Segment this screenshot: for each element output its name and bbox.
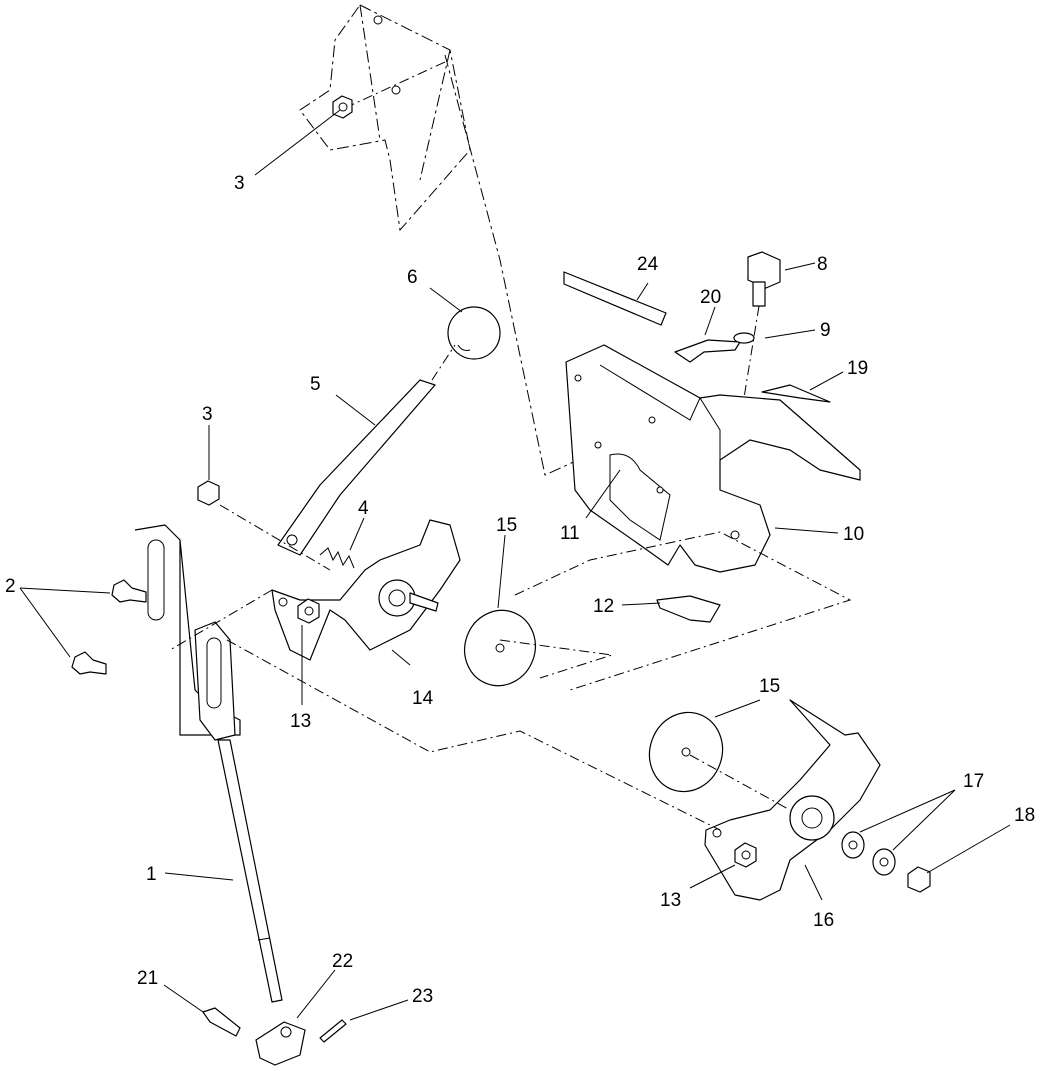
- callout-15-upper: 15: [496, 515, 517, 536]
- callout-15-lower: 15: [759, 676, 780, 697]
- assembly-lines: [169, 531, 852, 831]
- callout-6: 6: [407, 267, 418, 288]
- leader-lines: [19, 109, 1011, 1021]
- cotter-pin-21: [319, 1019, 347, 1043]
- callout-20: 22: [332, 951, 353, 972]
- callout-17: 17: [963, 771, 984, 792]
- callout-14: 14: [412, 688, 434, 709]
- plate-24: [563, 271, 667, 326]
- washer-15-lower: [648, 711, 724, 793]
- rod-1: [217, 739, 283, 1003]
- callout-18: 18: [1014, 805, 1035, 826]
- slider-12: [656, 595, 721, 623]
- callout-3-middle: 3: [202, 404, 213, 425]
- callout-5: 5: [310, 374, 321, 395]
- callout-2: 2: [5, 576, 16, 597]
- housing-10: [565, 344, 861, 573]
- washer-17-a: [841, 831, 865, 859]
- spring-4: [319, 547, 355, 569]
- callout-10: 10: [843, 524, 864, 545]
- washer-17-b: [872, 848, 896, 876]
- callout-4: 4: [358, 498, 369, 519]
- clip-23: [674, 339, 741, 363]
- guide-plate-lower: [194, 621, 236, 741]
- callout-8: 8: [817, 254, 828, 275]
- callout-22: 19: [847, 358, 868, 379]
- frame-panel-phantom: [299, 4, 601, 476]
- washer-9: [733, 332, 755, 344]
- callout-16: 16: [813, 910, 834, 931]
- callout-21: 23: [412, 986, 433, 1007]
- bracket-16: [704, 699, 881, 901]
- clevis-20: [255, 1021, 306, 1066]
- knob-6: [447, 306, 501, 360]
- bolt-2-upper: [111, 579, 147, 603]
- callout-11: 11: [560, 523, 580, 544]
- bolt-2-lower: [71, 651, 107, 675]
- callout-13-right: 13: [660, 890, 681, 911]
- bracket-14: [271, 519, 461, 661]
- pin-19: [202, 1007, 241, 1037]
- callout-labels: 3 6 5 3 4 2 15 14 13 1 21 22 23 24 8 20 …: [5, 173, 1035, 1007]
- callout-19: 21: [137, 968, 158, 989]
- lever-rod-5: [277, 344, 456, 556]
- washer-15-upper: [464, 609, 536, 687]
- switch-8: [741, 251, 781, 411]
- nut-3-top: [332, 95, 353, 119]
- callout-3-top: 3: [234, 173, 245, 194]
- nut-13-left: [297, 598, 320, 624]
- nut-18: [907, 866, 931, 893]
- callout-9: 9: [820, 320, 831, 341]
- callout-1: 1: [146, 864, 157, 885]
- callout-24: 24: [637, 254, 659, 275]
- nut-13-right: [734, 842, 757, 868]
- callout-13-left: 13: [290, 711, 311, 732]
- callout-12: 12: [593, 596, 614, 617]
- plate-22: [761, 384, 831, 403]
- nut-3-middle: [197, 480, 331, 571]
- callout-23: 20: [700, 287, 721, 308]
